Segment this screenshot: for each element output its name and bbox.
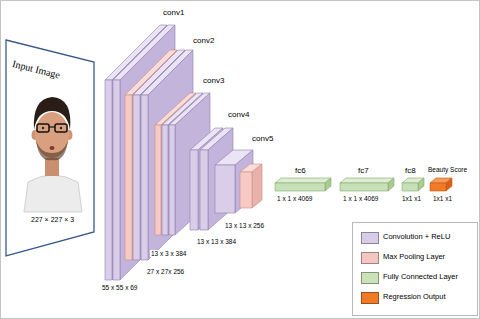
dimension-label: 1 x 1 x 4069: [342, 195, 379, 202]
legend-box: Convolution + ReLU Max Pooling LayerFully…: [352, 222, 478, 316]
face-photo: [24, 97, 82, 212]
image-label: Input Image: [11, 58, 61, 80]
legend-label: Max Pooling Layer: [383, 253, 445, 262]
legend-label: Fully Connected Layer: [383, 273, 458, 282]
dimension-label: 1x1 x1: [432, 195, 453, 202]
layer-name: conv2: [193, 36, 214, 45]
dimension-label: 13 x 3 x 384: [150, 250, 187, 257]
fc-layer: fc6 1 x 1 x 4069: [272, 160, 332, 205]
dimension-label: 13 x 13 x 384: [196, 238, 237, 245]
dimension-label: 27 x 27x 256: [146, 268, 185, 275]
legend-label: Convolution + ReLU: [383, 233, 450, 242]
layer-name: fc6: [295, 166, 306, 175]
fc-layer: fc7 1 x 1 x 4069: [338, 160, 398, 205]
layer-name: conv3: [203, 76, 224, 85]
layer-name: conv1: [163, 8, 184, 17]
dimension-label: 1x1 x1: [401, 195, 422, 202]
fc-layer: fc8 1x1 x1: [398, 160, 426, 205]
layer-name: fc8: [405, 166, 416, 175]
legend-swatch: [361, 272, 379, 284]
output-name: Beauty Score: [427, 166, 468, 173]
layer-name: conv5: [252, 134, 273, 143]
legend-swatch: [361, 252, 379, 264]
dimension-label: 227 × 227 × 3: [30, 216, 75, 223]
legend-swatch: [361, 292, 379, 304]
dimension-label: 13 x 13 x 256: [224, 222, 265, 229]
dimension-label: 55 x 55 x 69: [101, 284, 138, 291]
legend-swatch: [361, 232, 379, 244]
layer-name: fc7: [358, 166, 369, 175]
regression-output: Beauty Score 1x1 x1: [426, 160, 476, 205]
legend-label: Regression Output: [383, 293, 446, 302]
conv-block: conv3 13 x 3 x 384: [145, 70, 225, 260]
dimension-label: 1 x 1 x 4069: [276, 195, 313, 202]
conv-block: conv5 13 x 13 x 256: [215, 125, 275, 235]
input-image-panel: Input Image 227 × 227 × 3: [6, 40, 96, 256]
layer-name: conv4: [228, 110, 249, 119]
